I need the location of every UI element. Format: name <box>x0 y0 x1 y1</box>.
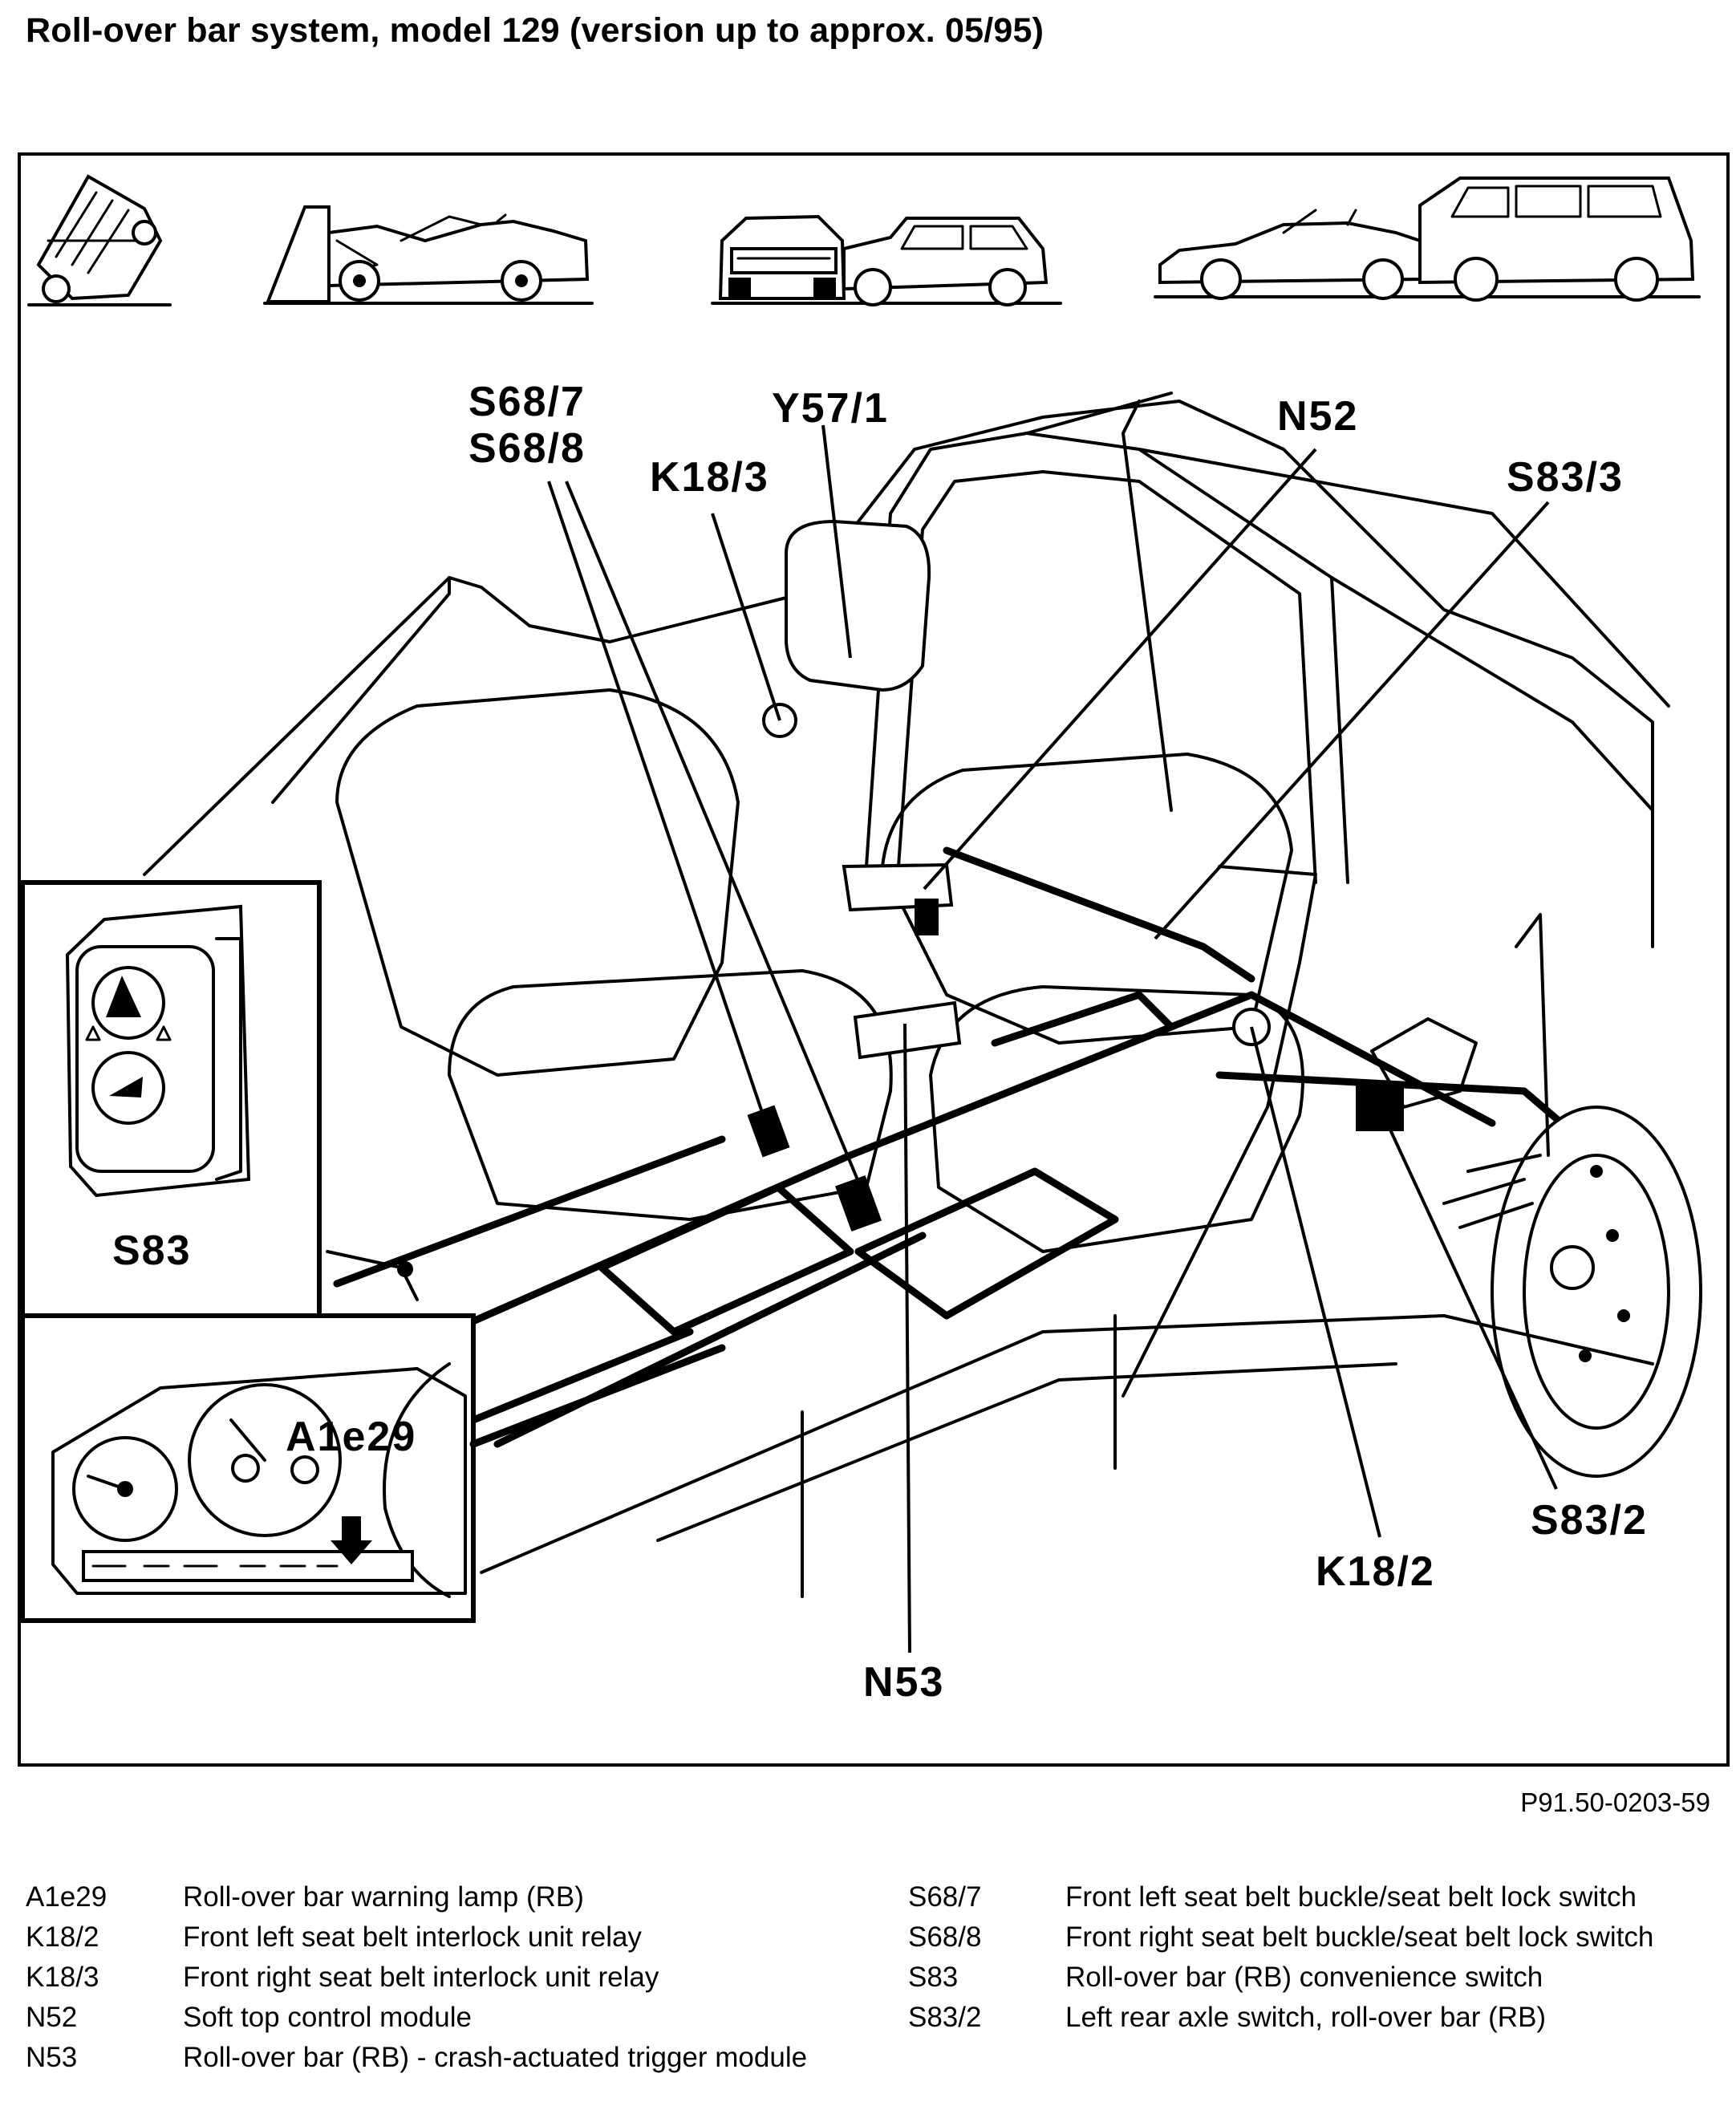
legend-text: Front left seat belt interlock unit rela… <box>183 1921 642 1953</box>
callout-k18-2: K18/2 <box>1316 1548 1435 1595</box>
callout-k18-3: K18/3 <box>650 454 769 501</box>
legend-code: N52 <box>26 2002 78 2033</box>
legend-code: A1e29 <box>26 1881 107 1913</box>
legend-row: S68/8 Front right seat belt buckle/seat … <box>908 1917 1718 1958</box>
callout-a1e29: A1e29 <box>286 1414 416 1460</box>
rear-end-van-collision-icon <box>1154 176 1701 302</box>
frontal-wall-crash-icon <box>263 205 594 305</box>
figure-frame <box>18 152 1730 1767</box>
offset-car-collision-icon <box>711 214 1062 306</box>
legend-code: K18/3 <box>26 1962 99 1993</box>
legend-row: K18/3 Front right seat belt interlock un… <box>26 1958 868 1998</box>
convertible-cutaway-drawing <box>143 392 1702 1598</box>
legend-right-column: S68/7 Front left seat belt buckle/seat b… <box>908 1877 1718 2038</box>
callout-s68-7: S68/7 <box>468 379 586 425</box>
legend-row: K18/2 Front left seat belt interlock uni… <box>26 1917 868 1958</box>
legend-row: N52 Soft top control module <box>26 1998 868 2038</box>
page-title: Roll-over bar system, model 129 (version… <box>26 11 1044 50</box>
leader-lines <box>547 424 1558 1653</box>
legend-row: N53 Roll-over bar (RB) - crash-actuated … <box>26 2038 868 2078</box>
legend-row: S83/2 Left rear axle switch, roll-over b… <box>908 1998 1718 2038</box>
callout-s83-3: S83/3 <box>1507 454 1624 501</box>
legend-row: S68/7 Front left seat belt buckle/seat b… <box>908 1877 1718 1917</box>
callout-s83: S83 <box>112 1227 192 1274</box>
callout-n52: N52 <box>1277 393 1358 440</box>
legend-code: S83/2 <box>908 2002 982 2033</box>
callout-y57-1: Y57/1 <box>772 385 889 432</box>
legend-text: Soft top control module <box>183 2002 472 2033</box>
callout-n53: N53 <box>863 1659 944 1706</box>
legend-text: Front right seat belt interlock unit rel… <box>183 1962 659 1993</box>
legend-text: Front left seat belt buckle/seat belt lo… <box>1065 1881 1637 1913</box>
legend-left-column: A1e29 Roll-over bar warning lamp (RB) K1… <box>26 1877 868 2078</box>
legend-code: S68/7 <box>908 1881 982 1913</box>
callout-s68-8: S68/8 <box>468 425 586 472</box>
legend-text: Front right seat belt buckle/seat belt l… <box>1065 1921 1654 1953</box>
legend-code: K18/2 <box>26 1921 99 1953</box>
figure-reference-id: P91.50-0203-59 <box>1520 1787 1710 1817</box>
callout-s83-2: S83/2 <box>1531 1497 1648 1544</box>
legend-text: Left rear axle switch, roll-over bar (RB… <box>1065 2002 1547 2033</box>
rollover-car-icon <box>27 174 172 306</box>
legend-code: S83 <box>908 1962 959 1993</box>
legend-row: S83 Roll-over bar (RB) convenience switc… <box>908 1958 1718 1998</box>
legend-code: N53 <box>26 2042 78 2073</box>
legend-text: Roll-over bar warning lamp (RB) <box>183 1881 584 1913</box>
s83-switch-inset: S83 <box>20 880 322 1318</box>
instrument-cluster-inset: A1e29 <box>20 1313 726 1623</box>
legend-row: A1e29 Roll-over bar warning lamp (RB) <box>26 1877 868 1917</box>
legend-text: Roll-over bar (RB) convenience switch <box>1065 1962 1543 1993</box>
legend-code: S68/8 <box>908 1921 982 1953</box>
legend-text: Roll-over bar (RB) - crash-actuated trig… <box>183 2042 808 2073</box>
